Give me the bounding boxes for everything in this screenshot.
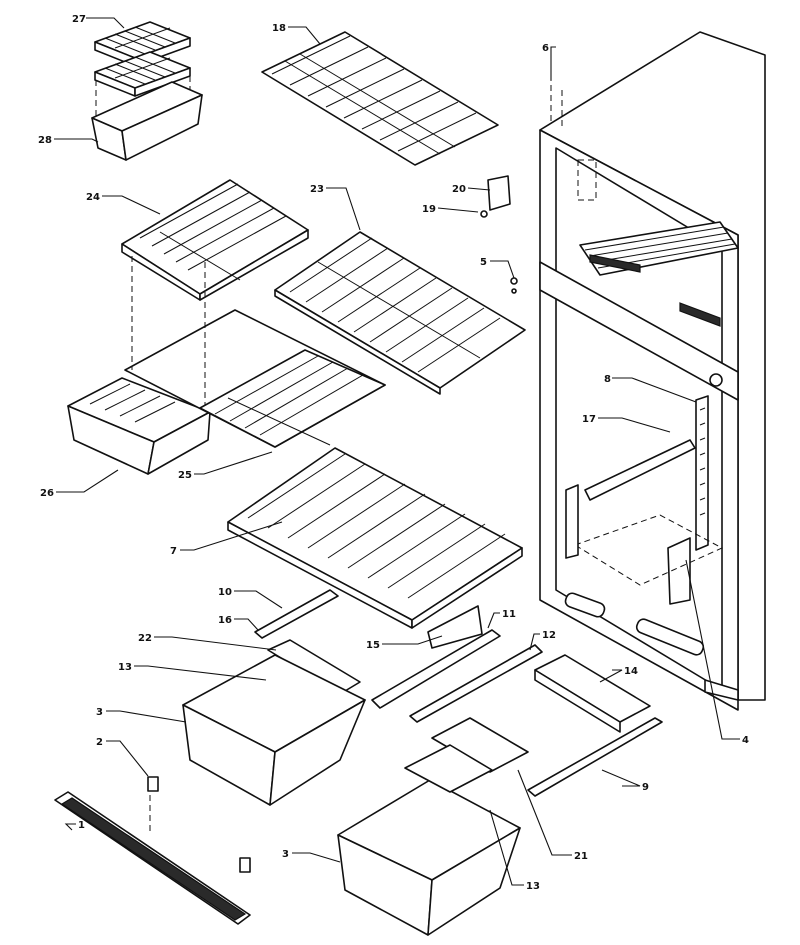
callout-label: 9: [642, 782, 649, 793]
callout-label: 2: [96, 737, 103, 748]
crisper-drawer-lower: [337, 744, 521, 936]
fresh-wire-shelf: [274, 231, 526, 395]
refrigerator-cabinet: [539, 31, 766, 711]
callout-label: 25: [178, 470, 192, 481]
callout-label: 13: [526, 881, 540, 892]
callout-label: 24: [86, 192, 100, 203]
callout-label: 22: [138, 633, 152, 644]
callout-label: 16: [218, 615, 232, 626]
ice-bin: [91, 81, 203, 161]
callout-label: 27: [72, 14, 86, 25]
base-grille: [54, 776, 251, 925]
callout-label: 15: [366, 640, 380, 651]
ice-trays: [94, 21, 191, 120]
callout-label: 11: [502, 609, 516, 620]
callout-label: 3: [96, 707, 103, 718]
callout-label: 18: [272, 23, 286, 34]
callout-label: 26: [40, 488, 54, 499]
callout-label: 4: [742, 735, 749, 746]
callout-label: 20: [452, 184, 466, 195]
leader-lines: [54, 17, 740, 886]
meat-keeper-shelf: [124, 256, 386, 448]
callout-label: 10: [218, 587, 232, 598]
callout-label: 3: [282, 849, 289, 860]
callout-label: 21: [574, 851, 588, 862]
callout-label: 14: [624, 666, 638, 677]
callout-label: 1: [78, 820, 85, 831]
meat-keeper-cover: [121, 179, 309, 301]
callout-label: 8: [604, 374, 611, 385]
glass-shelf: [227, 447, 523, 629]
freezer-wire-shelf: [261, 31, 499, 166]
screws: [510, 75, 563, 294]
crisper-drawer-upper: [182, 654, 366, 806]
callout-label: 7: [170, 546, 177, 557]
callout-labels: 27 28 18 6 20 19 24 23 5 8 17 26 25 7 10…: [38, 14, 749, 892]
callout-label: 5: [480, 257, 487, 268]
meat-keeper-drawer: [67, 377, 211, 475]
crisper-rails: [254, 589, 663, 797]
callout-label: 17: [582, 414, 596, 425]
callout-label: 28: [38, 135, 52, 146]
callout-label: 12: [542, 630, 556, 641]
callout-label: 13: [118, 662, 132, 673]
bracket-part: [480, 175, 511, 218]
callout-label: 19: [422, 204, 436, 215]
callout-label: 6: [542, 43, 549, 54]
callout-label: 23: [310, 184, 324, 195]
